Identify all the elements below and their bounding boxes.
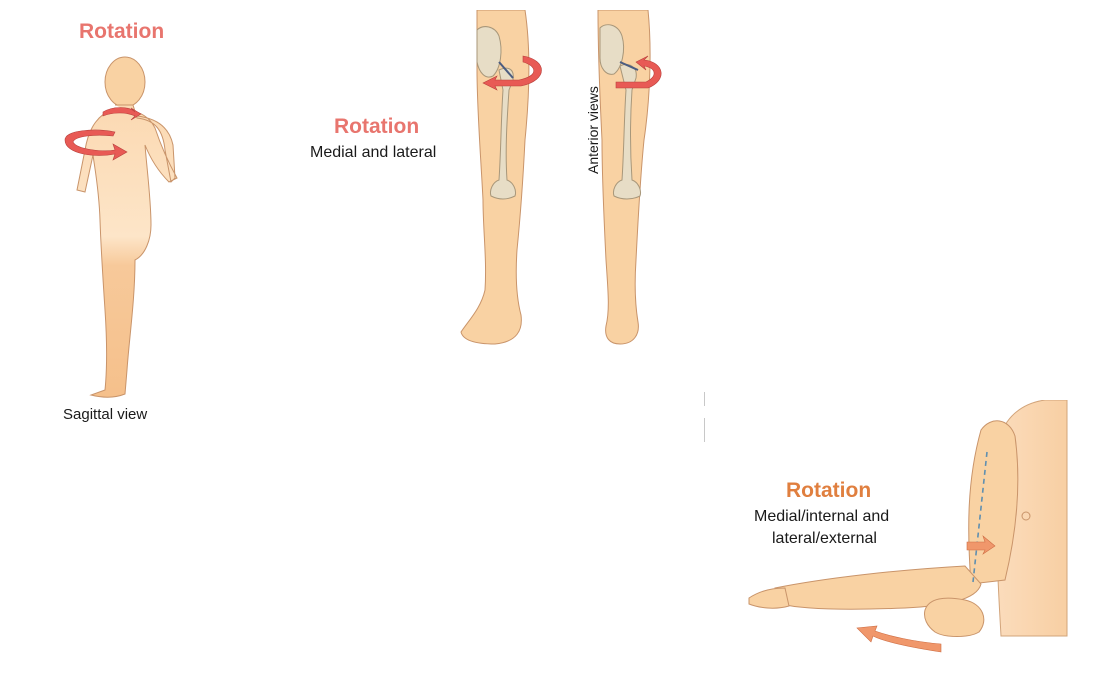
pelvis-bone [599, 24, 625, 75]
femoral-neck-marker [498, 61, 514, 79]
leg-silhouette [460, 10, 530, 345]
femoral-neck-marker [619, 61, 639, 71]
leg-figure-medial [460, 10, 542, 345]
hand-shape [748, 587, 790, 609]
hip-rotation-title: Rotation [334, 115, 420, 138]
rotation-arrow-icon [615, 55, 662, 89]
pelvis-bone [476, 26, 502, 78]
divider-mark [704, 418, 705, 442]
femur-bone [613, 64, 641, 200]
shoulder-rotation-subtitle-line2: lateral/external [772, 530, 877, 547]
divider-mark [704, 392, 705, 406]
forearm-shape [774, 565, 982, 610]
shoulder-rotation-subtitle-line1: Medial/internal and [754, 508, 890, 525]
rotation-arrow-icon [856, 625, 942, 653]
rotation-arrow-icon [966, 535, 996, 555]
sagittal-view-caption: Sagittal view [63, 406, 148, 423]
rotation-axis-dashed [972, 451, 988, 583]
shoulder-rotation-title: Rotation [786, 479, 872, 502]
femur-bone [490, 67, 516, 200]
rotation-arrow-icon [64, 129, 128, 161]
arm-figure [748, 400, 1068, 653]
body-silhouette [76, 104, 178, 398]
nipple-mark [1021, 511, 1031, 521]
head-shape [104, 56, 146, 108]
trunk-rotation-title: Rotation [79, 20, 165, 43]
hip-rotation-subtitle: Medial and lateral [310, 144, 437, 161]
standing-body-figure [64, 56, 178, 398]
fist-shape [924, 597, 985, 637]
rotation-arrow-icon [102, 107, 142, 121]
leg-figure-lateral [597, 10, 662, 345]
